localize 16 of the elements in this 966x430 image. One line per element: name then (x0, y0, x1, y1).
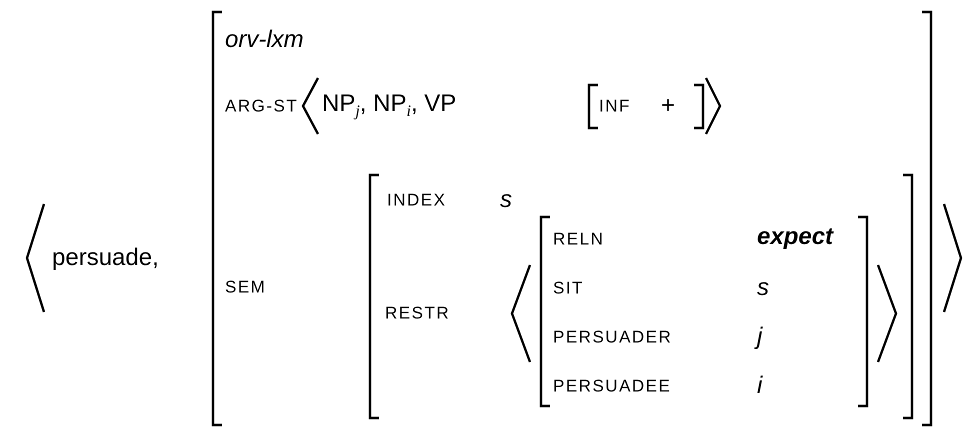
word-text: persuade, (52, 246, 159, 270)
feature-name: INDEX (387, 192, 446, 208)
feature-value: s (757, 276, 769, 300)
feature-value: + (661, 94, 676, 118)
feature-name: PERSUADEE (553, 378, 672, 394)
feature-name: RESTR (385, 304, 450, 322)
feature-name: SIT (553, 280, 584, 296)
feature-name: PERSUADER (553, 328, 672, 346)
feature-name: INF (599, 98, 631, 114)
feature-value: s (500, 188, 512, 212)
feature-value: expect (757, 225, 834, 249)
feature-value: i (757, 374, 762, 398)
type-label: orv-lxm (225, 28, 304, 52)
feature-name: RELN (553, 230, 604, 248)
feature-name: SEM (225, 278, 266, 296)
feature-name: ARG-ST (225, 98, 298, 114)
